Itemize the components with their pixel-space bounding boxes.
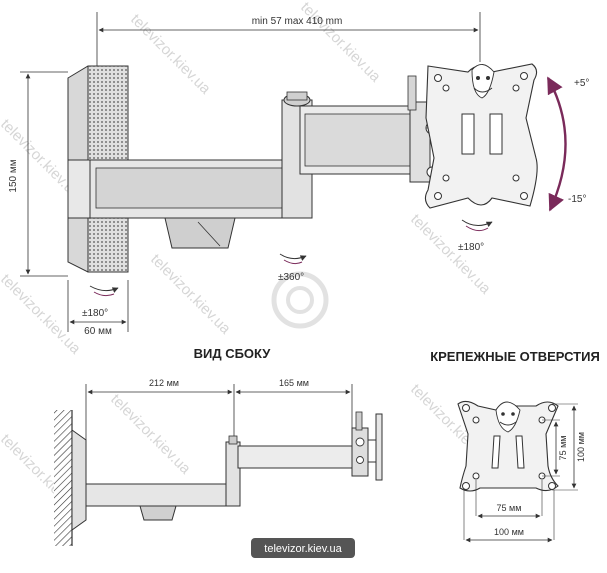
side-view-heading: ВИД СБОКУ (194, 346, 272, 361)
arm-second-label: 165 мм (279, 378, 309, 388)
watermark-text: televizor.kiev.ua (127, 11, 214, 98)
arm-range-label: min 57 max 410 mm (252, 16, 343, 27)
tilt-down-label: -15° (568, 194, 586, 205)
hole-v-inner-label: 75 мм (558, 436, 568, 461)
side-view-bracket (71, 411, 383, 531)
watermark-text: televizor.kiev.ua (107, 391, 194, 478)
rotation-head-label: ±180° (458, 242, 484, 253)
arm-first-label: 212 мм (149, 378, 179, 388)
watermark-logo (271, 271, 329, 329)
rotation-head-arrow: ±180° (458, 219, 493, 253)
height-label: 150 мм (8, 159, 19, 192)
brand-badge-text: televizor.kiev.ua (264, 543, 342, 555)
vesa-plate (424, 63, 538, 209)
first-arm (89, 159, 301, 249)
height-dimension: 150 мм (8, 71, 68, 277)
watermark-text: televizor.kiev.ua (147, 251, 234, 338)
brand-badge: televizor.kiev.ua (251, 538, 355, 558)
watermark-text: televizor.kiev.ua (297, 0, 384, 86)
side-view-wall (54, 410, 73, 546)
hole-h-inner-label: 75 мм (497, 503, 522, 513)
watermark-text: televizor.kiev.ua (0, 271, 84, 358)
tilt-arrow: +5° -15° (546, 76, 589, 212)
mount-holes-dimensions: 75 мм 100 мм 75 мм 100 мм (463, 403, 586, 543)
plate-width-dimension: 60 мм (67, 280, 129, 337)
arm-range-dimension: min 57 max 410 mm (96, 12, 481, 70)
rotation-wall-label: ±180° (82, 308, 108, 319)
rotation-middle-label: ±360° (278, 272, 304, 283)
mount-holes-heading: КРЕПЕЖНЫЕ ОТВЕРСТИЯ (430, 349, 600, 364)
plate-width-label: 60 мм (84, 326, 112, 337)
second-arm (299, 105, 427, 175)
tilt-up-label: +5° (574, 78, 589, 89)
hole-v-outer-label: 100 мм (576, 432, 586, 462)
hole-h-outer-label: 100 мм (494, 527, 524, 537)
rotation-middle-arrow: ±360° (278, 253, 307, 283)
watermark-text: televizor.kiev.ua (407, 211, 494, 298)
rotation-wall-arrow: ±180° (82, 285, 119, 319)
mount-holes-plate (457, 400, 559, 492)
